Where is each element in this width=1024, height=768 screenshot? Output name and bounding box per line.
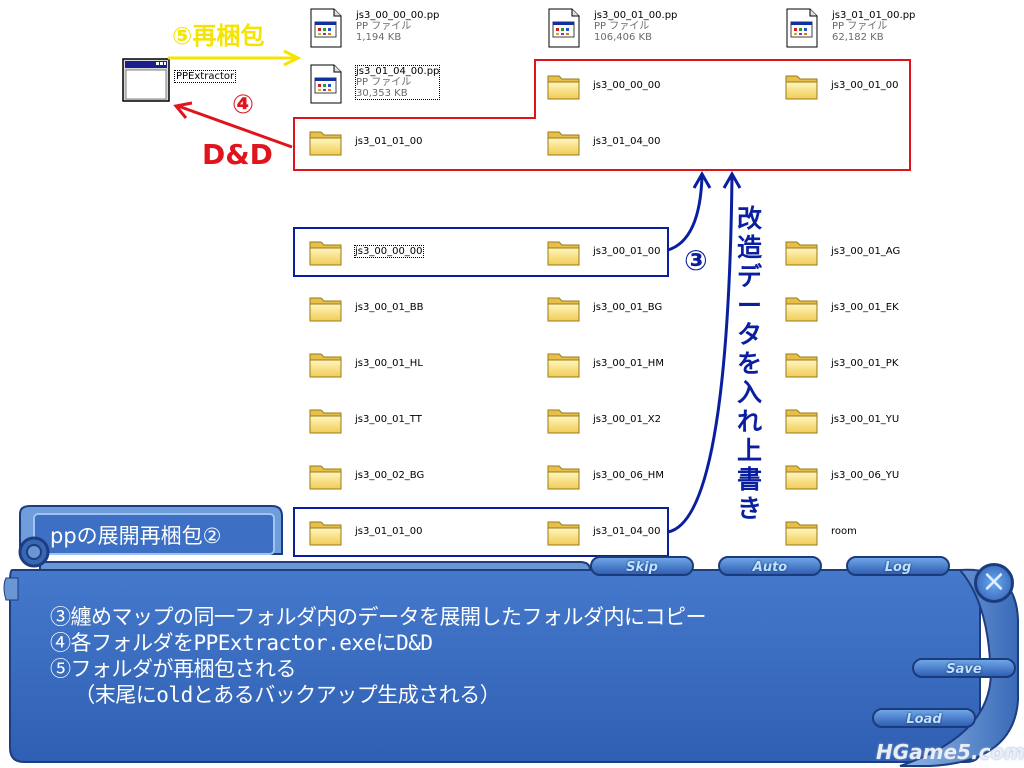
file-size: 1,194 KB	[356, 32, 402, 43]
folder-label: js3_00_01_HL	[355, 358, 423, 369]
folder[interactable]: js3_00_01_00	[784, 68, 1014, 112]
dialog-frame	[3, 505, 1019, 767]
save-button[interactable]: Save	[912, 658, 1016, 678]
step3-annotation: ③	[684, 244, 708, 277]
file-name: js3_00_01_00.pp	[594, 10, 678, 21]
folder-label: js3_01_04_00	[593, 136, 661, 147]
close-icon: ×	[981, 564, 1007, 599]
folder[interactable]: js3_00_01_AG	[784, 234, 1014, 278]
folder-label: js3_00_01_00	[593, 246, 661, 257]
dialog-title: ppの展開再梱包②	[50, 524, 222, 548]
folder-label: js3_00_01_TT	[355, 414, 422, 425]
folder[interactable]: js3_00_01_00	[546, 234, 776, 278]
auto-button[interactable]: Auto	[718, 556, 822, 576]
skip-button[interactable]: Skip	[590, 556, 694, 576]
blue-arrow-lower-head	[722, 170, 742, 189]
blue-arrow-upper-head	[692, 170, 712, 189]
file-size: 106,406 KB	[594, 32, 652, 43]
folder-label: js3_00_01_BB	[355, 302, 424, 313]
exe-label: PPExtractor	[174, 70, 237, 83]
folder-label: js3_00_06_YU	[831, 470, 900, 481]
ppextractor-exe[interactable]: PPExtractor	[122, 58, 252, 104]
folder-label: js3_01_04_00	[593, 526, 661, 537]
folder[interactable]: js3_01_01_00	[308, 124, 538, 168]
folder[interactable]: js3_00_01_PK	[784, 346, 1014, 390]
folder-label: js3_00_01_EK	[831, 302, 899, 313]
folder[interactable]: js3_00_06_HM	[546, 458, 776, 502]
file-type: PP ファイル	[356, 77, 412, 88]
red-arrow	[177, 104, 293, 149]
load-button[interactable]: Load	[872, 708, 976, 728]
folder-label: js3_01_01_00	[355, 526, 423, 537]
folder[interactable]: js3_00_01_TT	[308, 402, 538, 446]
folder-label: js3_01_01_00	[355, 136, 423, 147]
file-type: PP ファイル	[832, 21, 888, 32]
folder[interactable]: js3_00_00_00	[546, 68, 776, 112]
folder-label: js3_00_01_PK	[831, 358, 899, 369]
dialog-line: ③纏めマップの同一フォルダ内のデータを展開したフォルダ内にコピー	[50, 605, 707, 629]
folder-label: room	[831, 526, 857, 537]
folder-label: js3_00_01_YU	[831, 414, 900, 425]
close-button[interactable]: ×	[974, 563, 1014, 603]
dd-annotation: D&D	[202, 138, 273, 171]
folder[interactable]: js3_01_04_00	[546, 124, 776, 168]
dialog-line: ④各フォルダをPPExtractor.exeにD&D	[50, 631, 433, 655]
folder[interactable]: js3_00_01_YU	[784, 402, 1014, 446]
file-size: 30,353 KB	[356, 88, 408, 99]
file-name: js3_01_04_00.pp	[356, 66, 440, 77]
blue-selection-box-upper	[293, 227, 669, 277]
folder[interactable]: js3_00_01_EK	[784, 290, 1014, 334]
file-size: 62,182 KB	[832, 32, 884, 43]
dialog-line: ⑤フォルダが再梱包される	[50, 657, 297, 681]
folder[interactable]: js3_00_01_HL	[308, 346, 538, 390]
folder[interactable]: js3_01_01_00	[308, 514, 538, 558]
step4-annotation: ④	[232, 90, 255, 120]
folder[interactable]: js3_01_04_00	[546, 514, 776, 558]
folder-label: js3_00_01_AG	[831, 246, 901, 257]
folder[interactable]: js3_00_01_X2	[546, 402, 776, 446]
blue-arrow-upper	[667, 175, 704, 252]
folder[interactable]: room	[784, 514, 1014, 558]
folder[interactable]: js3_00_02_BG	[308, 458, 538, 502]
folder-label: js3_00_01_BG	[593, 302, 663, 313]
vertical-annotation: 改造データを入れ上書き	[737, 204, 763, 523]
dialog-line: （末尾にoldとあるバックアップ生成される）	[50, 683, 501, 707]
folder[interactable]: js3_00_06_YU	[784, 458, 1014, 502]
folder-label: js3_00_01_HM	[593, 358, 664, 369]
folder[interactable]: js3_00_01_HM	[546, 346, 776, 390]
folder-label: js3_00_06_HM	[593, 470, 664, 481]
folder-label: js3_00_01_00	[831, 80, 899, 91]
application-window-icon	[122, 58, 170, 102]
file-name: js3_00_00_00.pp	[356, 10, 440, 21]
red-selection-box	[293, 59, 911, 171]
folder[interactable]: js3_00_01_BB	[308, 290, 538, 334]
yellow-arrow-head	[283, 49, 302, 67]
file-type: PP ファイル	[356, 21, 412, 32]
watermark: HGame5.com	[876, 740, 1024, 764]
file-name: js3_01_01_00.pp	[832, 10, 916, 21]
folder[interactable]: js3_00_00_00	[308, 234, 538, 278]
log-button[interactable]: Log	[846, 556, 950, 576]
folder-label: js3_00_02_BG	[355, 470, 425, 481]
folder-label: js3_00_00_00	[354, 245, 424, 258]
repack-annotation: ⑤再梱包	[172, 22, 265, 50]
file-type: PP ファイル	[594, 21, 650, 32]
folder-label: js3_00_01_X2	[593, 414, 662, 425]
blue-arrow-lower	[667, 175, 734, 534]
folder[interactable]: js3_00_01_BG	[546, 290, 776, 334]
folder-label: js3_00_00_00	[593, 80, 661, 91]
red-arrow-head	[173, 101, 193, 119]
